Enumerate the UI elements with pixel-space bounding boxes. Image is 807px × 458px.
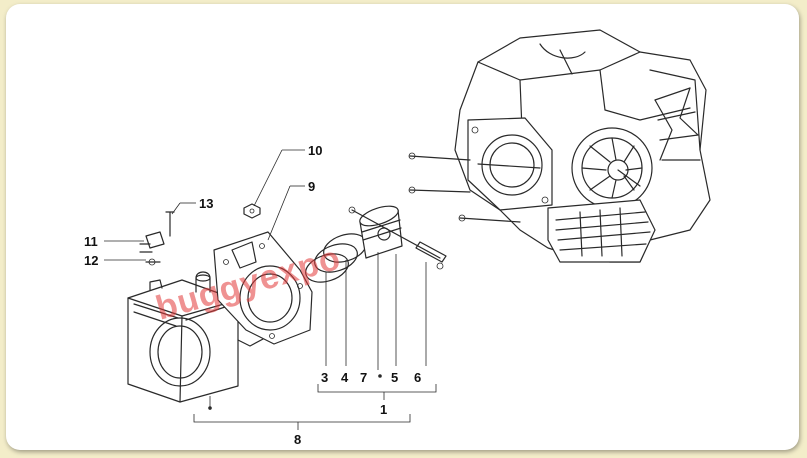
leader-lines (104, 149, 437, 430)
label-11: 11 (84, 234, 98, 249)
exploded-parts-diagram: buggyexpo 10 9 13 11 12 3 4 7 5 6 1 8 (84, 29, 711, 447)
label-4: 4 (341, 370, 349, 385)
label-13: 13 (199, 196, 213, 211)
label-9: 9 (308, 179, 315, 194)
head-gasket-part (213, 231, 313, 345)
nut-part (243, 203, 261, 219)
callout-labels: 10 9 13 11 12 3 4 7 5 6 1 8 (84, 143, 421, 447)
piston-part (359, 205, 403, 259)
label-7: 7 (360, 370, 367, 385)
crankcase-part (408, 29, 711, 263)
piston-pin-part (348, 206, 447, 270)
label-1: 1 (380, 402, 387, 417)
label-5: 5 (391, 370, 398, 385)
label-10: 10 (308, 143, 322, 158)
label-12: 12 (84, 253, 98, 268)
label-3: 3 (321, 370, 328, 385)
label-8: 8 (294, 432, 301, 447)
label-6: 6 (414, 370, 421, 385)
diagram-frame: buggyexpo 10 9 13 11 12 3 4 7 5 6 1 8 (6, 4, 799, 450)
small-hardware-parts (139, 211, 175, 266)
